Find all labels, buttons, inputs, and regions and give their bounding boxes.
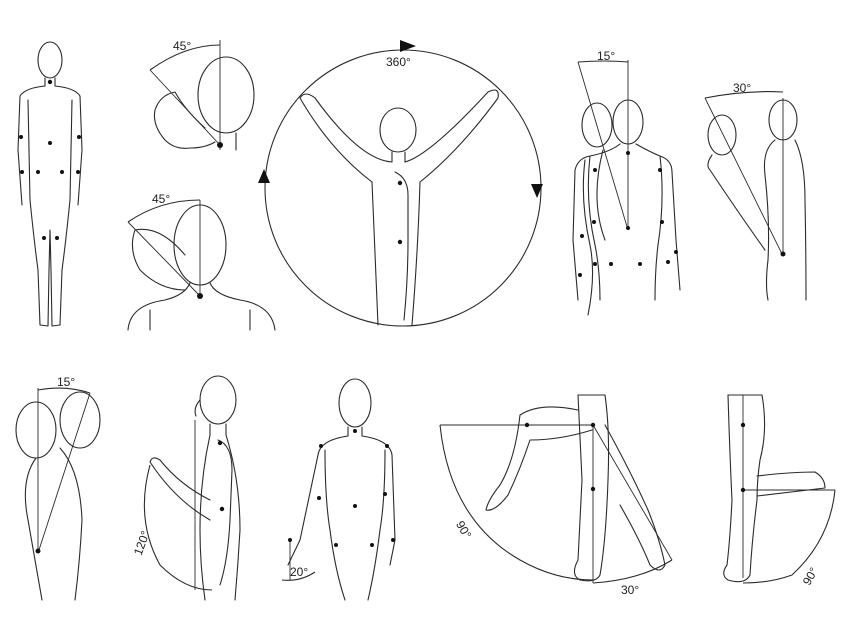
angle-label-torso-forward: 30° bbox=[733, 81, 751, 95]
figure-front-standing bbox=[18, 42, 82, 326]
angle-label-back-bend: 15° bbox=[57, 375, 75, 389]
angle-label-leg-front-lift: 90° bbox=[453, 518, 474, 541]
figure-head-forward-tilt: 45° bbox=[150, 39, 254, 150]
figure-full-rotation: 360° bbox=[258, 40, 543, 326]
figure-back-bend: 15° bbox=[16, 375, 100, 600]
angle-label-head-side: 45° bbox=[152, 192, 170, 206]
angle-label-arm-forward: 120° bbox=[131, 529, 153, 557]
angle-label-full-rotation: 360° bbox=[386, 55, 411, 69]
figure-knee-bend: 90° bbox=[724, 395, 835, 588]
figure-wrist-bend: 20° bbox=[282, 379, 395, 600]
figure-torso-side-bend: 15° bbox=[573, 49, 680, 315]
angle-label-head-forward: 45° bbox=[173, 39, 191, 53]
angle-label-wrist-bend: 20° bbox=[290, 565, 308, 579]
figure-arm-forward-raise: 120° bbox=[131, 376, 240, 600]
angle-label-knee-bend: 90° bbox=[800, 565, 821, 588]
figure-torso-forward-bend: 30° bbox=[705, 81, 806, 300]
figure-head-side-tilt: 45° bbox=[128, 192, 275, 330]
figure-leg-lift: 90° 30° bbox=[440, 395, 672, 597]
angle-label-leg-back-swing: 30° bbox=[621, 583, 639, 597]
angle-label-torso-side: 15° bbox=[597, 49, 615, 63]
